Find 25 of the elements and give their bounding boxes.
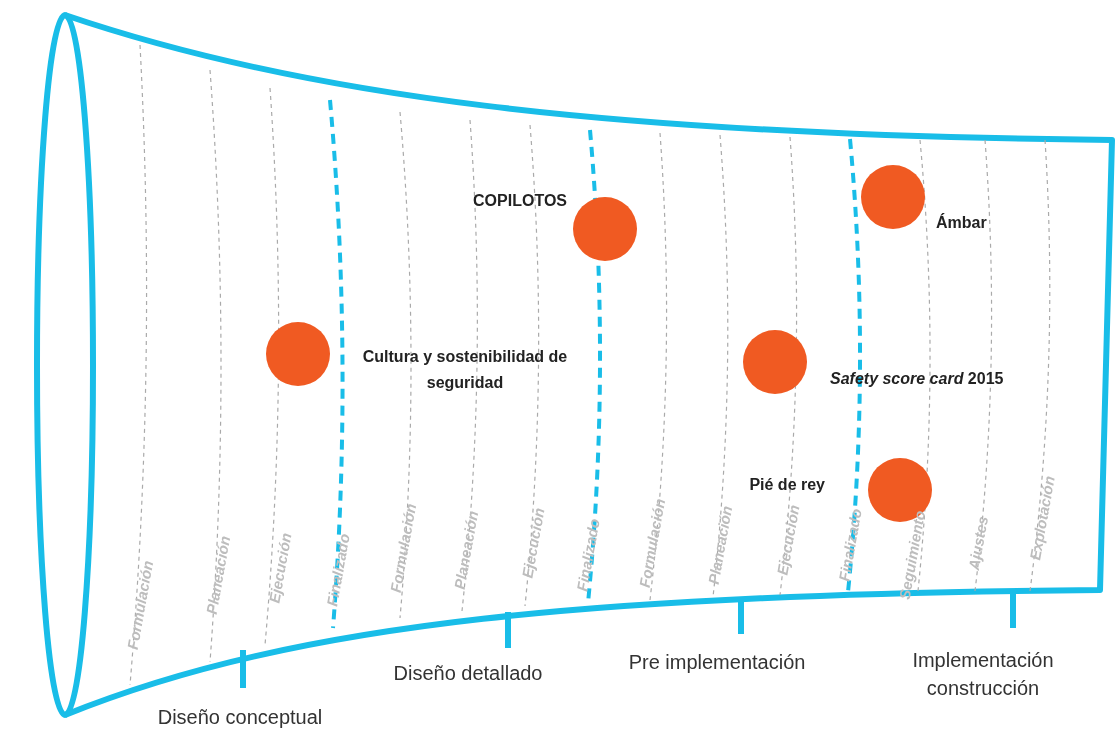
dot-caption: Cultura y sostenibilidad de seguridad	[361, 347, 569, 393]
stage-label: Formulación	[635, 497, 669, 589]
dot-caption: COPILOTOS	[473, 191, 567, 211]
phase-label: Pre implementación	[628, 650, 806, 675]
stage-label: Finalizado	[573, 517, 603, 593]
dot-caption: Safety score card 2015	[830, 369, 1004, 389]
phase-label: Diseño detallado	[393, 661, 543, 686]
stage-label: Planeación	[202, 534, 234, 616]
stage-label: Ajustes	[964, 514, 992, 572]
stage-label: Planeación	[704, 504, 736, 586]
stage-label: Ejecución	[265, 531, 295, 605]
stage-label: Seguimiento	[895, 509, 929, 601]
phase-label: Implementación construcción	[911, 648, 1055, 701]
stage-label: Finalizado	[323, 532, 353, 608]
dot-caption: Pié de rey	[749, 475, 825, 495]
dot-caption: Ámbar	[936, 212, 987, 233]
stage-label: Explotación	[1026, 474, 1058, 562]
stage-label: Ejecución	[773, 503, 803, 577]
marker-dot	[861, 165, 925, 229]
stage-label: Formulación	[386, 502, 420, 594]
stage-label: Finalizado	[835, 507, 865, 583]
stage-label: Ejecución	[518, 506, 548, 580]
phase-label: Diseño conceptual	[157, 705, 323, 729]
stage-label: Planeación	[450, 509, 482, 591]
stage-label: Formulación	[123, 559, 157, 651]
